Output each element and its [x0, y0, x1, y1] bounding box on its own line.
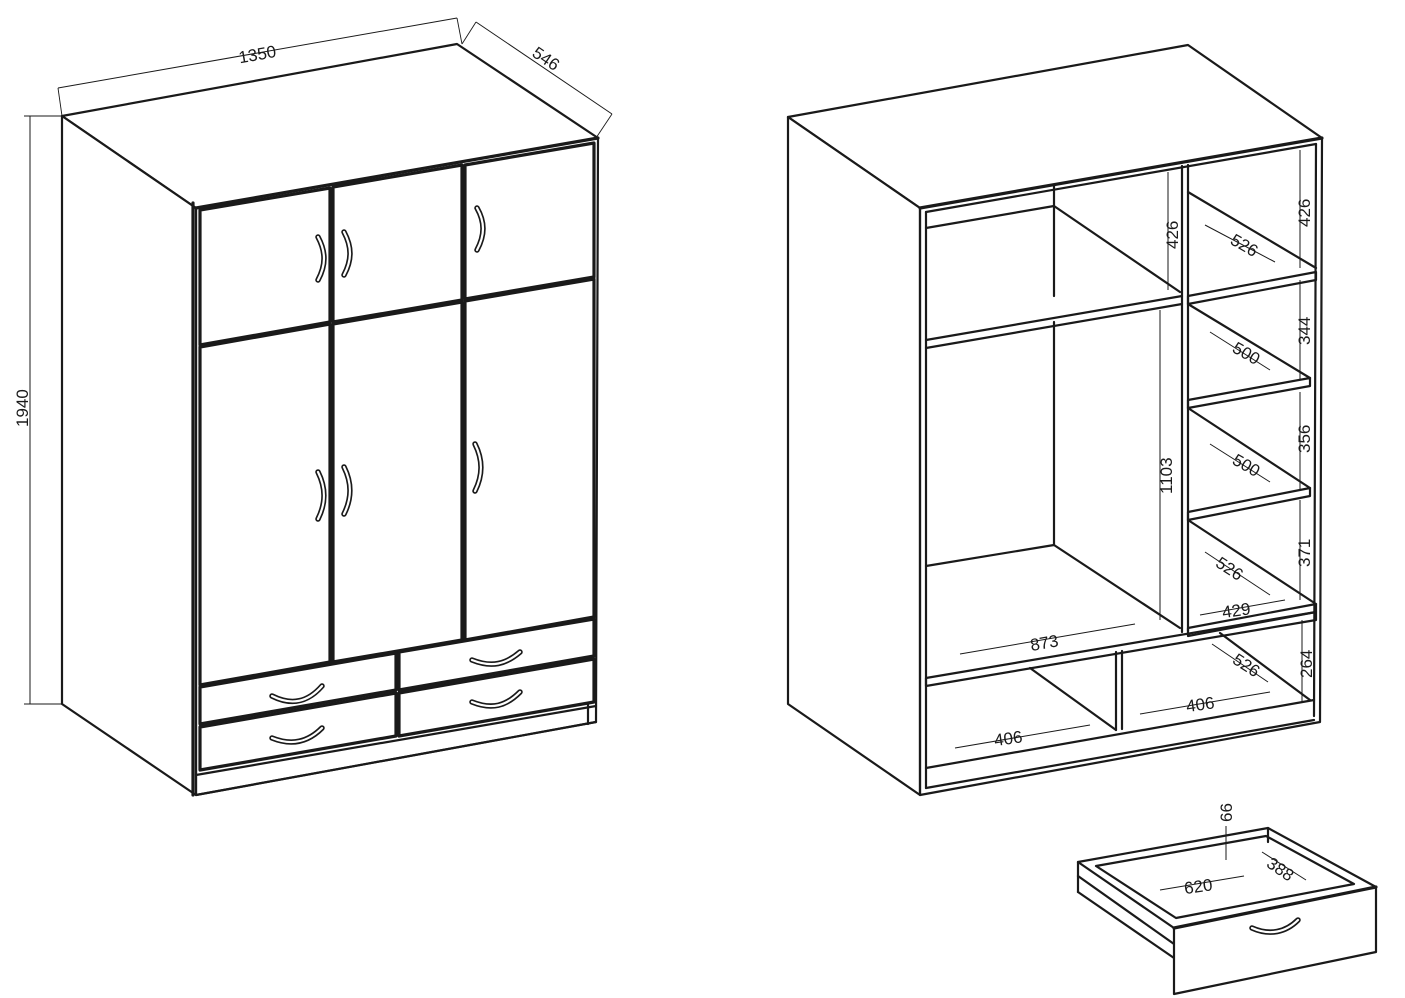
drawer-detail: 66 620 388 [1076, 803, 1378, 996]
door-handle-icon [472, 441, 484, 494]
exterior-height-dimension: 1940 [13, 115, 62, 705]
interior-view: 426 426 526 344 500 356 500 371 526 429 … [786, 43, 1324, 797]
drawer-front-top-right [397, 617, 596, 692]
lower-door-right [463, 277, 596, 642]
drawer-handle-icon [469, 649, 523, 667]
drawer-bay-height-label: 264 [1297, 650, 1316, 678]
drawer-dimension-lines [1159, 826, 1307, 891]
door-handle-icon [474, 205, 486, 253]
drawer-handle-icon [1249, 917, 1301, 935]
drawer-height-label: 66 [1217, 803, 1236, 822]
interior-top-shelf [924, 294, 1184, 350]
interior-dimension-labels: 426 426 526 344 500 356 500 371 526 429 … [993, 199, 1316, 751]
door-handle-icon [315, 234, 327, 283]
drawer-handle-icon [269, 683, 325, 705]
exterior-depth-label: 546 [529, 43, 563, 75]
drawer-box [1076, 826, 1378, 996]
upper-door-middle [331, 163, 464, 324]
top-left-shelf-height-label: 426 [1163, 221, 1182, 249]
lower-door-middle [331, 300, 464, 664]
door-handle-icon [341, 464, 353, 517]
drawer-width-label: 620 [1183, 875, 1214, 898]
exterior-handles [269, 205, 523, 745]
top-right-shelf-depth-label: 526 [1227, 230, 1261, 261]
right-shelf4-height-label: 371 [1295, 539, 1314, 567]
drawer-front-bottom-left [198, 691, 398, 772]
door-handle-icon [341, 229, 353, 278]
exterior-upper-doors [198, 141, 596, 347]
door-handle-icon [315, 469, 327, 522]
drawer-bay-left-width-label: 406 [993, 727, 1024, 750]
interior-dimension-lines [954, 150, 1303, 749]
interior-back-panel [924, 184, 1182, 630]
exterior-carcass [60, 42, 600, 797]
right-shelf4-width-label: 429 [1221, 599, 1252, 622]
drawer-front-top-left [198, 651, 398, 726]
drawer-bay-depth-label: 526 [1229, 650, 1263, 681]
lower-door-left [198, 322, 332, 687]
drawer-bay-right-width-label: 406 [1185, 693, 1216, 716]
interior-vertical-divider [1180, 163, 1190, 634]
upper-door-right [463, 141, 596, 301]
hanging-width-label: 873 [1029, 631, 1060, 655]
interior-right-shelves [1186, 190, 1318, 638]
right-shelf4-depth-label: 526 [1212, 553, 1246, 584]
interior-carcass [786, 43, 1324, 797]
right-shelf2-depth-label: 500 [1229, 338, 1263, 369]
exterior-height-label: 1940 [13, 389, 32, 427]
top-right-shelf-height-label: 426 [1295, 199, 1314, 227]
interior-drawer-bay [924, 610, 1318, 732]
exterior-width-label: 1350 [237, 42, 278, 67]
exterior-drawers [198, 617, 596, 772]
exterior-lower-doors [198, 277, 596, 687]
right-shelf2-height-label: 344 [1295, 317, 1314, 345]
right-shelf3-height-label: 356 [1295, 425, 1314, 453]
hanging-height-label: 1103 [1157, 457, 1176, 494]
drawer-front-bottom-right [397, 657, 596, 738]
exterior-view: 1350 546 1940 [13, 17, 613, 797]
drawer-handle-icon [469, 689, 523, 709]
upper-door-left [198, 186, 332, 347]
drawer-handle-icon [269, 725, 325, 745]
